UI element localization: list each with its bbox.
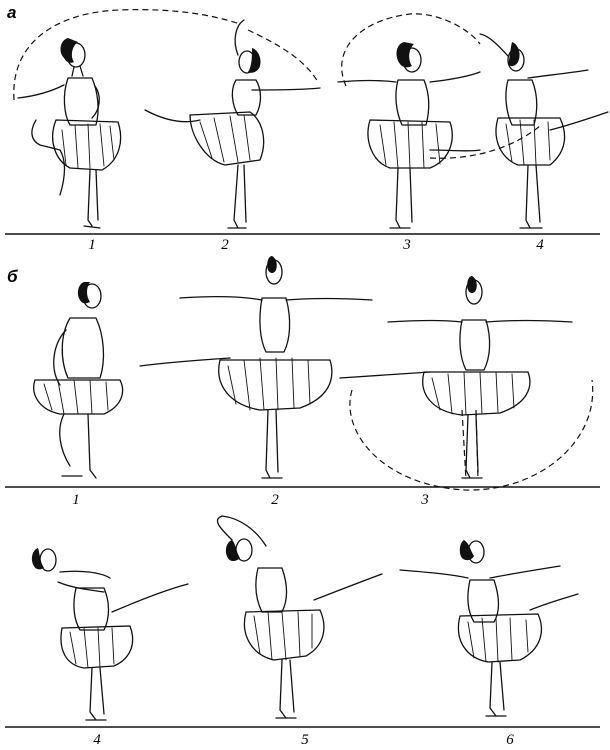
- dancer-figure-b5: [217, 516, 382, 718]
- dancer-figure-a2: [145, 20, 320, 228]
- motion-path-arc: [14, 10, 240, 100]
- dancer-figure-b4: [32, 548, 188, 720]
- dancer-figure-b2: [140, 256, 372, 478]
- dancer-figure-b6: [400, 540, 578, 716]
- dancer-figure-b3: [340, 276, 593, 490]
- dancer-figure-b1: [34, 282, 123, 478]
- dancer-figure-a4: [480, 34, 608, 228]
- dancer-figure-a1: [14, 10, 240, 228]
